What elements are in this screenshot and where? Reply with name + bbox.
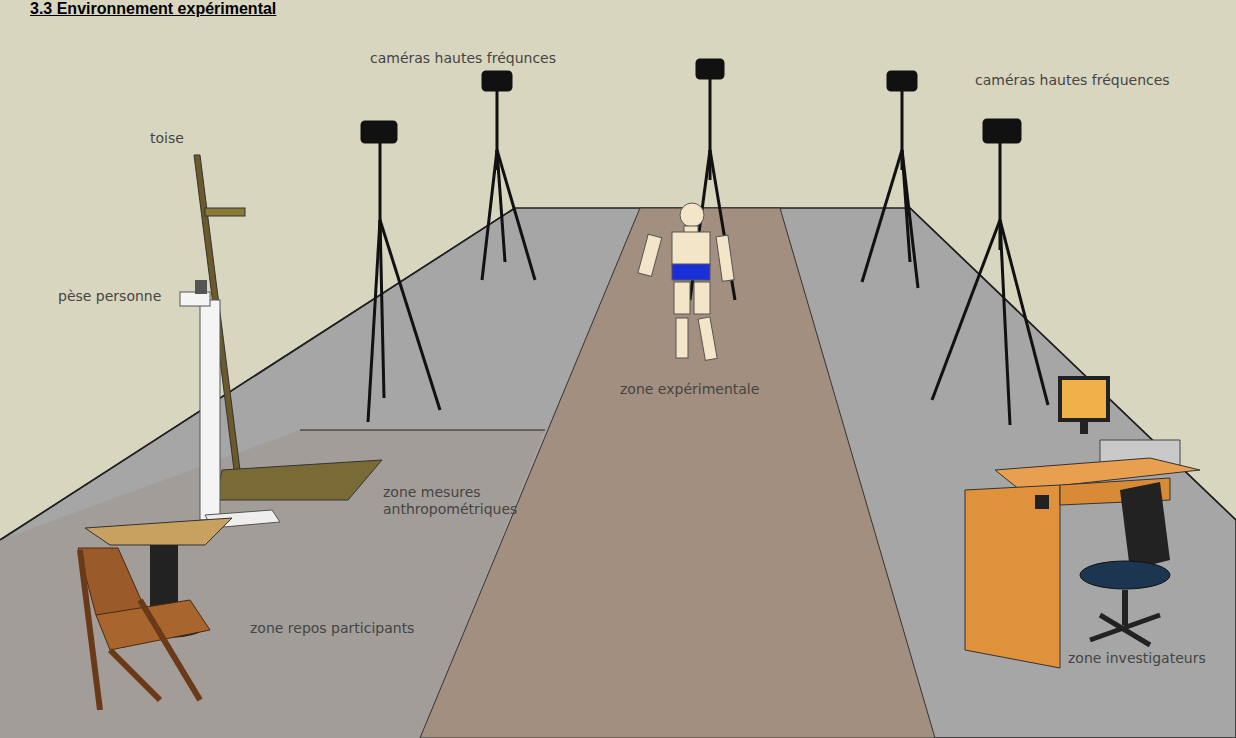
walking-mannequin-part [672,232,710,266]
zone-label: zone expérimentale [620,381,759,398]
tripod-cameras [362,60,1048,425]
scale [180,280,280,528]
zone-label: toise [150,130,184,147]
tripod-cameras-part-part [380,220,440,410]
tripod-cameras-part [482,72,535,280]
room-part [420,208,935,738]
scale-part [180,292,210,306]
tripod-cameras-part-part [902,150,910,262]
scale-part [195,280,207,294]
walking-mannequin [638,203,734,360]
walking-mannequin-part [638,234,662,276]
tripod-cameras-part-part [932,220,1000,400]
room-part [0,208,1236,738]
height-gauge-part [205,208,245,216]
zone-label: caméras hautes fréqunces [370,50,556,67]
zone-label: zone investigateurs [1068,650,1206,667]
rest-table-chair [78,518,232,710]
walking-mannequin-part [716,235,734,281]
investigator-desk [965,378,1200,668]
walking-mannequin-part [676,318,688,358]
tripod-cameras-part [362,122,440,422]
zone-label: zone mesures anthropométriques [383,484,553,518]
tripod-cameras-part-part [483,72,511,90]
rest-table-chair-part [85,518,232,545]
tripod-cameras-part [862,72,918,288]
tripod-cameras-part-part [368,220,380,422]
height-gauge [194,155,382,500]
scale-part [200,300,220,520]
tripod-cameras-part [932,120,1048,425]
zone-label: zone repos participants [250,620,414,637]
tripod-cameras-part-part [362,122,396,142]
tripod-cameras-part-part [497,150,535,280]
walking-mannequin-part [672,264,710,280]
rest-table-chair-part [80,550,100,710]
tripod-cameras-part-part [380,220,384,398]
zone-label: pèse personne [58,288,161,305]
tripod-cameras-part-part [902,150,918,288]
height-gauge-part [215,460,382,500]
walking-mannequin-part [680,203,704,227]
section-heading: 3.3 Environnement expérimental [30,0,276,18]
tripod-cameras-part-part [482,150,497,280]
tripod-cameras-part-part [862,150,902,282]
investigator-desk-part [1120,482,1170,570]
tripod-cameras-part-part [497,150,505,262]
tripod-cameras-part-part [888,72,916,90]
tripod-cameras-part-part [710,150,735,300]
investigator-desk-part [1080,561,1170,589]
zone-label: caméras hautes fréquences [975,72,1170,89]
walking-mannequin-part [698,317,717,360]
investigator-desk-part [1080,420,1088,434]
tripod-cameras-part-part [984,120,1020,142]
room-part [910,208,1236,520]
investigator-desk-part [1060,378,1108,420]
investigator-desk-part [1035,495,1049,509]
walking-mannequin-part [674,282,690,314]
rest-table-chair-part [110,650,160,700]
room-part [300,430,545,431]
investigator-desk-part [1122,590,1128,625]
walking-mannequin-part [694,282,710,314]
investigator-desk-part [965,485,1060,668]
investigator-desk-part [1100,615,1150,645]
tripod-cameras-part-part [1000,220,1048,405]
tripod-cameras-part-part [697,60,723,78]
